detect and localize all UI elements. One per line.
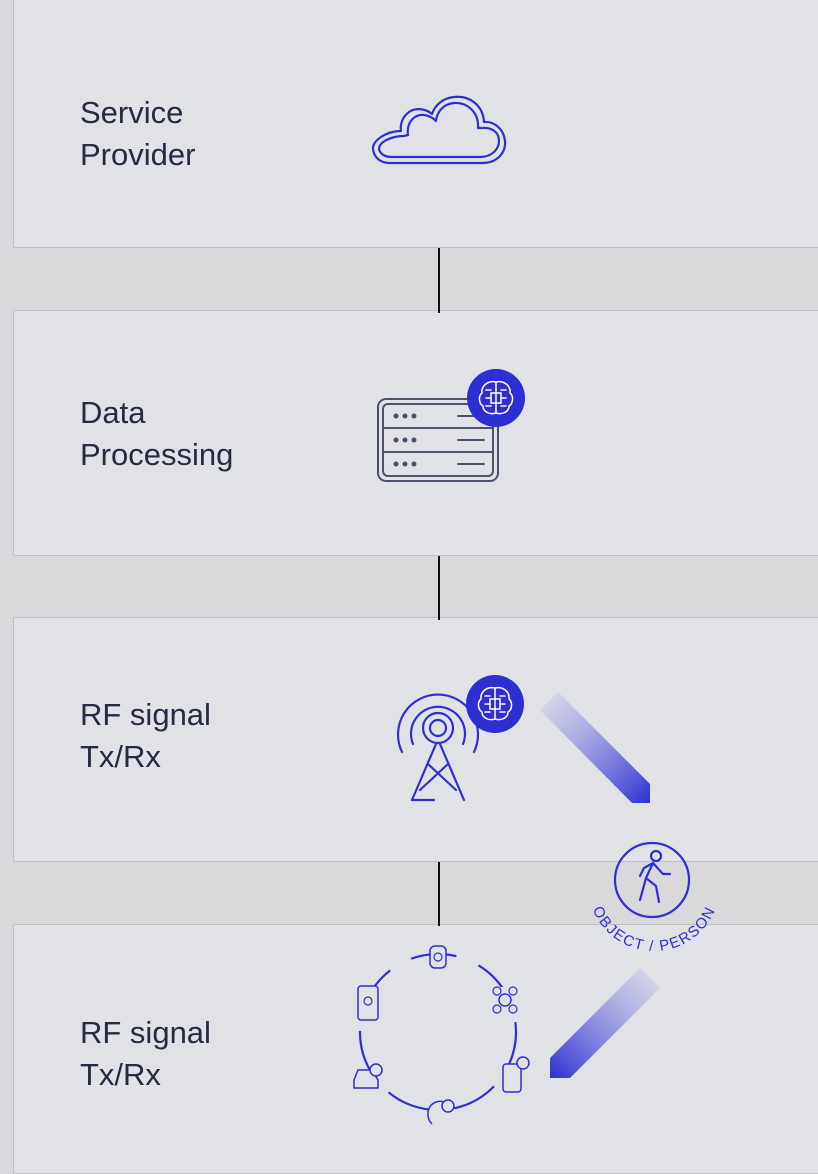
connector-line <box>438 248 440 313</box>
tier-label-line2: Processing <box>80 437 234 472</box>
signal-beam-arrow <box>550 968 660 1078</box>
car-icon <box>353 1063 383 1089</box>
tier-label: RF signal Tx/Rx <box>80 694 211 778</box>
tier-label: RF signal Tx/Rx <box>80 1012 211 1096</box>
radio-tower-icon <box>396 693 480 802</box>
tier-label: Service Provider <box>80 92 195 176</box>
connector-line <box>438 862 440 926</box>
walking-person-icon <box>638 849 672 904</box>
tier-label-line1: RF signal <box>80 697 211 732</box>
tier-label-line1: Data <box>80 395 146 430</box>
head-wearable-icon <box>427 1099 455 1125</box>
target-label: OBJECT / PERSON <box>589 903 718 955</box>
cloud-icon <box>371 95 507 165</box>
smartwatch-icon <box>429 945 447 969</box>
tier-rf-signal-lower <box>13 924 818 1174</box>
drone-icon <box>492 986 518 1014</box>
tier-label-line2: Provider <box>80 137 196 172</box>
device-ring-icon <box>353 945 530 1125</box>
tier-label-line1: Service <box>80 95 184 130</box>
tier-label-line2: Tx/Rx <box>80 739 161 774</box>
tier-label-line2: Tx/Rx <box>80 1057 161 1092</box>
ai-brain-icon <box>466 675 524 733</box>
smartphone-icon <box>357 985 379 1021</box>
signal-beam-arrow <box>540 692 650 803</box>
tier-rf-signal-upper <box>13 617 818 862</box>
tier-data-processing <box>13 310 818 556</box>
tier-label: Data Processing <box>80 392 233 476</box>
server-icon <box>377 398 499 482</box>
ai-brain-icon <box>467 369 525 427</box>
svg-text:OBJECT / PERSON: OBJECT / PERSON <box>589 903 719 955</box>
tier-service-provider <box>13 0 818 248</box>
smartphone-icon <box>502 1056 530 1093</box>
connector-line <box>438 556 440 620</box>
tier-label-line1: RF signal <box>80 1015 211 1050</box>
object-person-target: OBJECT / PERSON <box>589 841 719 955</box>
